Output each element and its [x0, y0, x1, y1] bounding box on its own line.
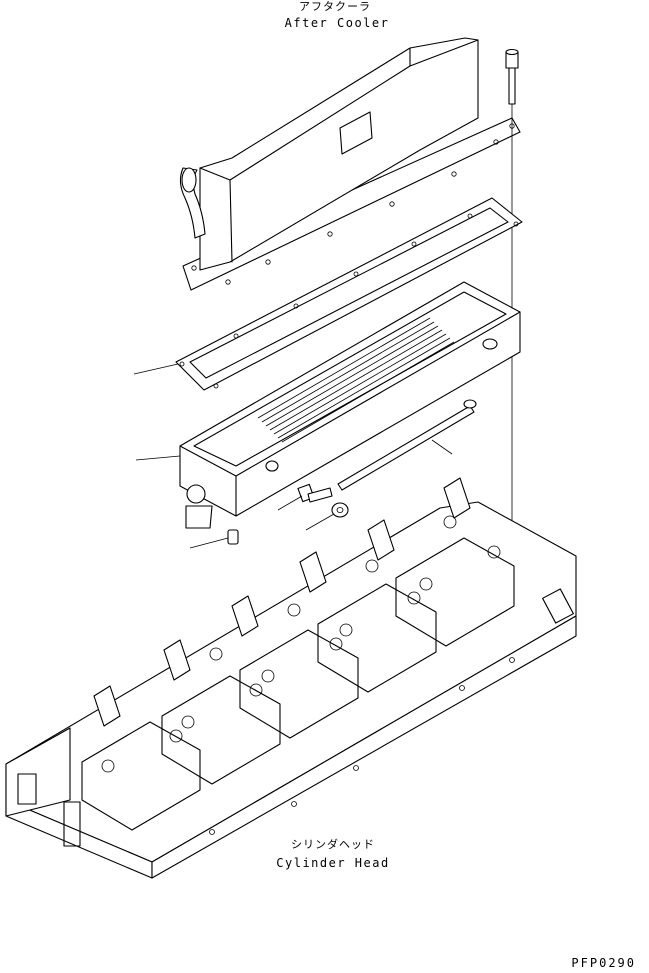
fitting-bolt: [297, 483, 333, 503]
drawing-code: PFP0290: [571, 956, 636, 970]
after-cooler-label: After Cooler: [285, 16, 390, 30]
gasket: [175, 197, 523, 391]
after-cooler-cover: [179, 37, 521, 291]
after-cooler-label-jp: アフタクーラ: [299, 0, 371, 13]
plug: [227, 529, 239, 545]
cylinder-head-label: Cylinder Head: [276, 856, 389, 870]
cylinder-head: [5, 477, 577, 879]
rod: [337, 399, 477, 491]
cylinder-head-label-jp: シリンダヘッド: [291, 837, 375, 851]
after-cooler-housing: [179, 281, 521, 529]
leader-lines: [133, 363, 453, 549]
nut: [331, 502, 349, 518]
